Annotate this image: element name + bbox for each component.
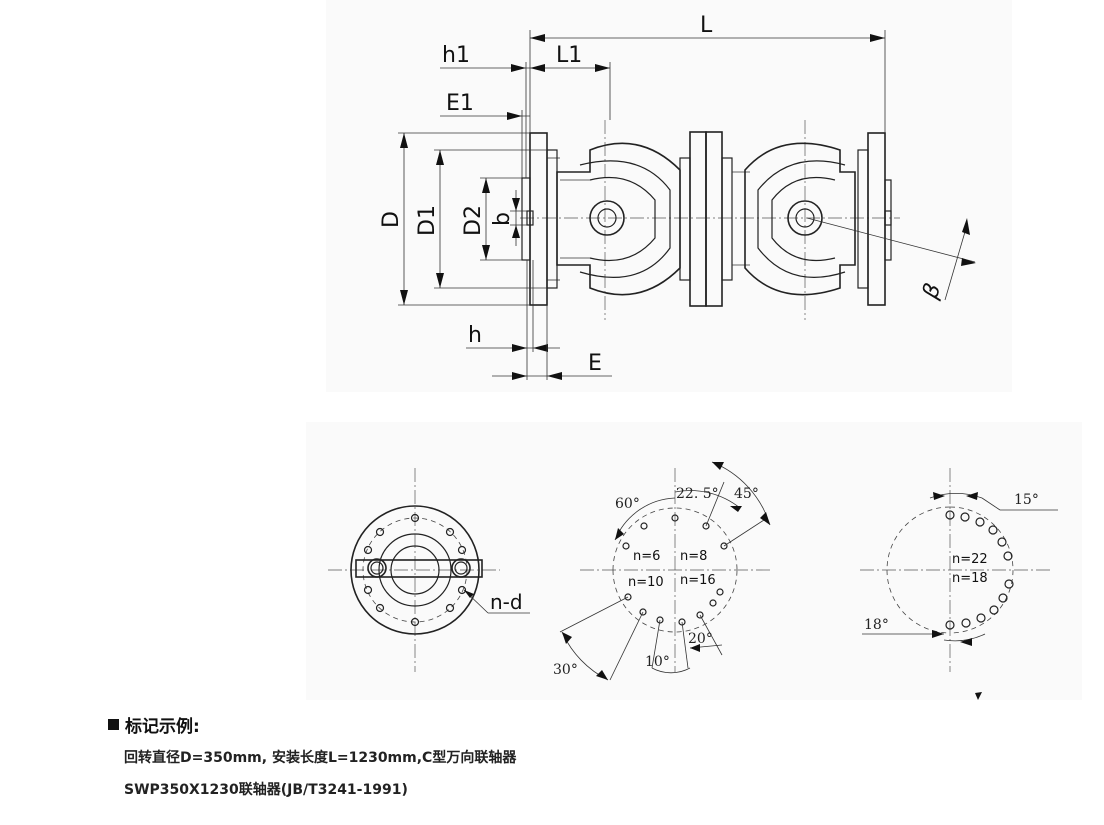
technical-drawing: L L1 h1 E1 D D1 D2 b h E β n-d	[306, 0, 1082, 700]
top-view-panel	[326, 0, 1012, 392]
caption-title: 标记示例:	[108, 712, 516, 737]
caption-line-1: 回转直径D=350mm, 安装长度L=1230mm,C型万向联轴器	[124, 750, 517, 766]
dim-label-h: h	[468, 323, 482, 348]
dim-label-L: L	[700, 13, 713, 38]
square-bullet-icon	[108, 719, 119, 730]
coupling-side-view	[520, 120, 976, 320]
label-n-d: n-d	[490, 590, 523, 614]
dimension-lines	[398, 30, 886, 380]
marking-example: 标记示例: 回转直径D=350mm, 安装长度L=1230mm,C型万向联轴器 …	[108, 712, 516, 799]
dim-label-h1: h1	[442, 43, 470, 68]
angle-15: 15°	[1014, 492, 1039, 508]
angle-45: 45°	[734, 486, 759, 502]
count-n16: n=16	[680, 573, 716, 588]
bolt-pattern-right	[860, 468, 1058, 700]
dim-label-D: D	[379, 211, 404, 228]
caption-title-text: 标记示例:	[125, 717, 200, 737]
count-n8: n=8	[680, 549, 707, 564]
count-n18: n=18	[952, 571, 988, 586]
bolt-pattern-diagram	[559, 461, 771, 681]
dim-label-L1: L1	[556, 43, 582, 68]
angle-22-5: 22. 5°	[676, 486, 719, 502]
angle-18: 18°	[864, 617, 889, 633]
angle-30: 30°	[553, 662, 578, 678]
dim-label-E: E	[588, 351, 602, 376]
count-n22: n=22	[952, 552, 988, 567]
dim-label-D1: D1	[415, 205, 440, 236]
flange-end-view	[328, 468, 530, 672]
count-n10: n=10	[628, 575, 664, 590]
angle-20: 20°	[688, 631, 713, 647]
dim-label-E1: E1	[446, 91, 474, 116]
angle-60: 60°	[615, 496, 640, 512]
count-n6: n=6	[633, 549, 660, 564]
bolt-views-panel	[306, 422, 1082, 700]
dim-label-b: b	[490, 212, 515, 226]
caption-line-2: SWP350X1230联轴器(JB/T3241-1991)	[124, 782, 408, 798]
dim-label-D2: D2	[461, 205, 486, 236]
angle-10: 10°	[645, 654, 670, 670]
